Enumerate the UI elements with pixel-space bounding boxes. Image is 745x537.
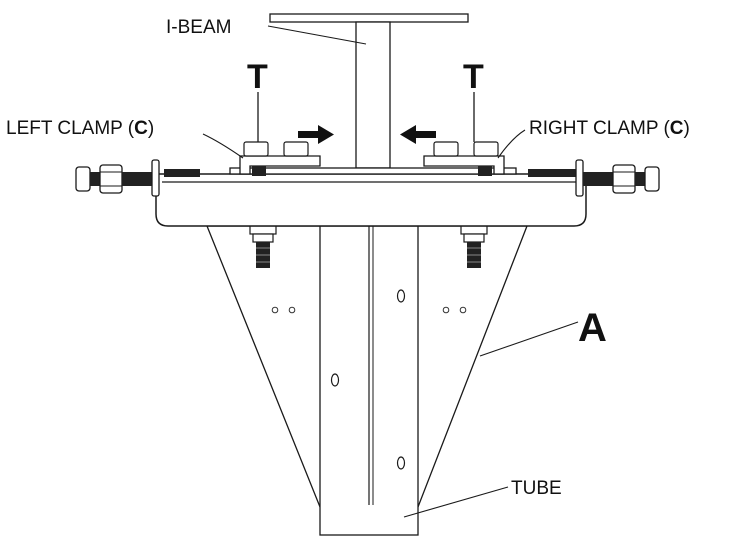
- t-right-label: T: [463, 58, 484, 96]
- a-leader: [479, 321, 579, 357]
- part-a-label: A: [578, 306, 607, 350]
- ibeam-label: I-BEAM: [166, 17, 231, 38]
- tube-label: TUBE: [511, 478, 562, 499]
- tube-slots: [330, 289, 406, 470]
- left-clamp-label-close: ): [148, 118, 154, 139]
- right-clamp-label-text: RIGHT CLAMP (: [529, 118, 670, 139]
- tube-leader: [403, 486, 509, 518]
- leader-lines: [202, 25, 579, 518]
- i-beam: [229, 13, 517, 175]
- right-clamp-label-close: ): [684, 118, 690, 139]
- t-left-label: T: [247, 58, 268, 96]
- left-clamp-label-letter: C: [134, 118, 148, 139]
- arrow-right-icon: [298, 125, 334, 144]
- ibeam-leader: [267, 25, 367, 45]
- left-clamp-label-text: LEFT CLAMP (: [6, 118, 135, 139]
- lower-bolt-left: [249, 225, 277, 268]
- right-clamp-label: RIGHT CLAMP (C): [529, 118, 690, 139]
- right-adjust-bolt: [528, 159, 660, 197]
- left-clamp: [239, 141, 321, 176]
- right-clamp: [423, 141, 505, 176]
- bracket-holes: [271, 306, 467, 314]
- arrow-left-icon: [400, 125, 436, 144]
- right-clamp-leader: [497, 129, 526, 159]
- mounting-plate: [155, 173, 587, 227]
- lower-bolt-right: [460, 225, 488, 268]
- left-clamp-label: LEFT CLAMP (C): [6, 118, 154, 139]
- left-clamp-leader: [202, 133, 244, 159]
- right-clamp-label-letter: C: [670, 118, 684, 139]
- left-adjust-bolt: [75, 159, 200, 197]
